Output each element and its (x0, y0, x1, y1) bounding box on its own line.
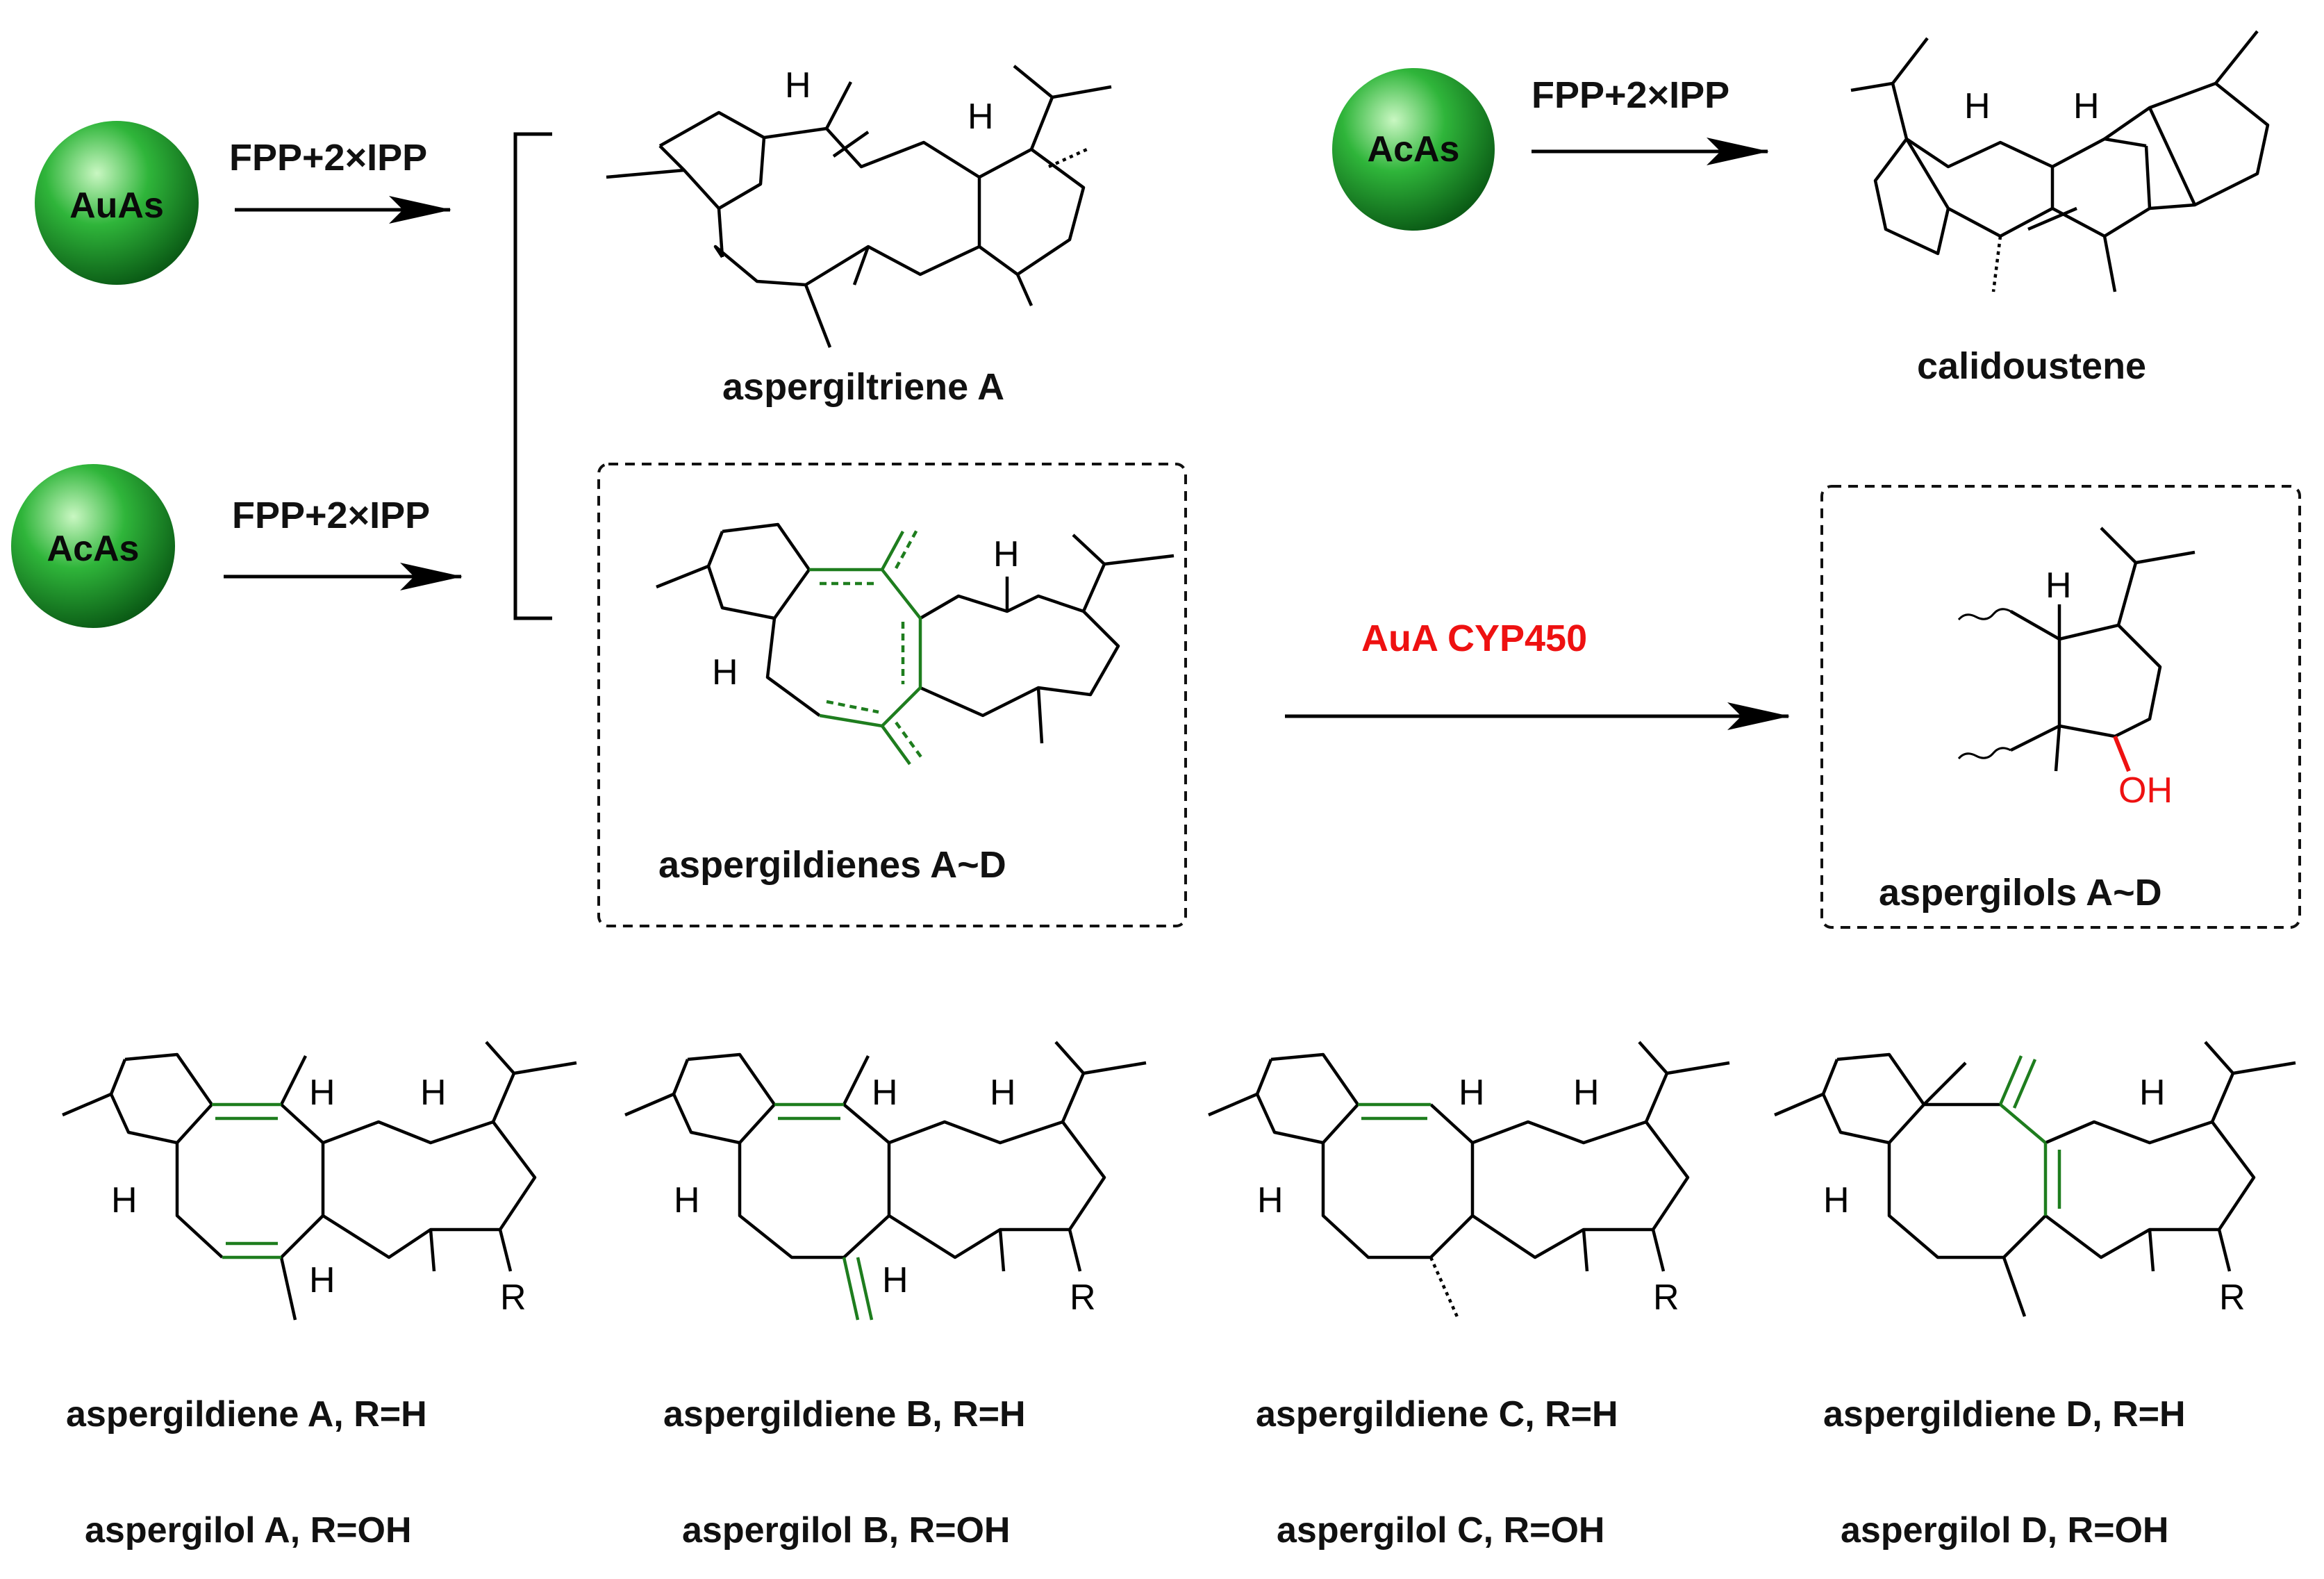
variant-a-r: R (500, 1278, 526, 1318)
reagent-label-1: FPP+2×IPP (229, 137, 428, 179)
variant-b-diene-caption: aspergildiene B, R=H (663, 1394, 1026, 1435)
aspergiltriene-h2: H (968, 97, 994, 137)
aspergildienes-name: aspergildienes A~D (658, 844, 1006, 886)
variant-d-r: R (2219, 1278, 2246, 1318)
variant-b-h2: H (872, 1073, 898, 1113)
variant-c-h3: H (1573, 1073, 1600, 1113)
variant-structures (62, 1041, 2296, 1321)
variant-d-h2: H (2139, 1073, 2166, 1113)
variant-d-ol-caption: aspergilol D, R=OH (1841, 1510, 2169, 1551)
reagent-label-2: FPP+2×IPP (232, 495, 431, 536)
aspergilols-name: aspergilols A~D (1879, 872, 2162, 913)
variant-d-structure (1774, 1041, 2296, 1317)
variant-d-h1: H (1823, 1180, 1850, 1221)
acas-label-right: AcAs (1367, 129, 1460, 170)
aspergilols-structure (1957, 527, 2196, 772)
variant-c-r: R (1653, 1278, 1679, 1318)
product-bracket (513, 132, 552, 620)
aspergilols-box (1820, 485, 2301, 929)
calidoustene-structure (1850, 30, 2270, 292)
variant-b-h1: H (674, 1180, 700, 1221)
variant-a-h4: H (420, 1073, 447, 1113)
calidoustene-h2: H (2073, 86, 2100, 126)
variant-c-structure (1208, 1041, 1730, 1321)
variant-c-ol-caption: aspergilol C, R=OH (1277, 1510, 1605, 1551)
calidoustene-name: calidoustene (1917, 345, 2147, 387)
aspergilols-oh-bond (2113, 735, 2131, 772)
variant-b-r: R (1070, 1278, 1096, 1318)
calidoustene-h1: H (1964, 86, 1991, 126)
reagent-label-3: FPP+2×IPP (1532, 74, 1730, 116)
variant-b-h4: H (990, 1073, 1016, 1113)
aspergiltriene-h1: H (785, 65, 811, 106)
variant-b-ol-caption: aspergilol B, R=OH (682, 1510, 1011, 1551)
variant-d-diene-caption: aspergildiene D, R=H (1823, 1394, 2186, 1435)
aspergildienes-h2: H (993, 534, 1020, 574)
variant-b-h3: H (882, 1260, 908, 1300)
variant-a-structure (62, 1041, 577, 1321)
aspergilols-h: H (2045, 565, 2072, 606)
variant-a-h3: H (309, 1260, 335, 1300)
acas-label-mid: AcAs (47, 529, 140, 569)
auas-label: AuAs (69, 185, 164, 226)
oxidation-label: AuA CYP450 (1361, 618, 1588, 659)
aspergildienes-h1: H (712, 652, 738, 693)
variant-c-h2: H (1459, 1073, 1485, 1113)
aspergiltriene-structure (606, 65, 1112, 348)
variant-a-h2: H (309, 1073, 335, 1113)
variant-c-h1: H (1257, 1180, 1284, 1221)
aspergiltriene-name: aspergiltriene A (722, 366, 1005, 408)
variant-a-diene-caption: aspergildiene A, R=H (66, 1394, 427, 1435)
variant-c-diene-caption: aspergildiene C, R=H (1256, 1394, 1618, 1435)
aspergilols-oh: OH (2118, 770, 2173, 811)
aspergildienes-box (597, 463, 1187, 927)
acas-sphere-right (1332, 68, 1495, 231)
acas-sphere-mid (11, 464, 175, 628)
variant-b-structure (624, 1041, 1147, 1321)
variant-a-h1: H (111, 1180, 138, 1221)
auas-sphere (35, 121, 199, 285)
variant-atom-labels: H H H H R H H H H R H H H R H H R (111, 1073, 2246, 1318)
variant-a-ol-caption: aspergilol A, R=OH (85, 1510, 412, 1551)
aspergildienes-structure (656, 522, 1175, 766)
